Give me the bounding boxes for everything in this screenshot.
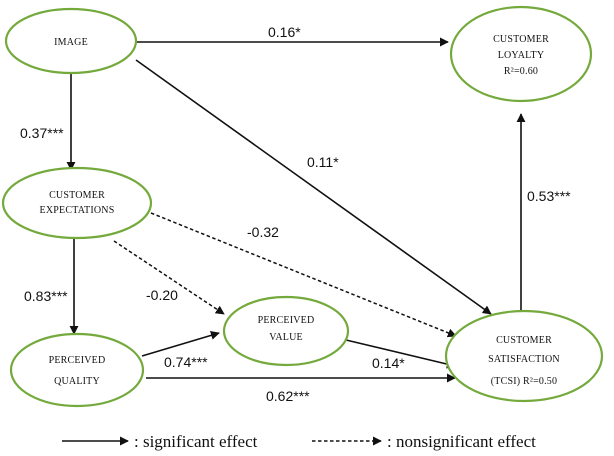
- node-expectations-line-1: CUSTOMER: [49, 190, 105, 201]
- edge-image-satisfaction: [135, 59, 492, 315]
- edge-label-quality-satisfaction: 0.62***: [266, 388, 310, 404]
- edge-label-expectations-satisfaction: -0.32: [247, 224, 279, 240]
- edge-label-quality-value: 0.74***: [164, 354, 208, 370]
- node-loyalty-line-1: CUSTOMER: [493, 34, 549, 45]
- legend-nonsignificant-label: : nonsignificant effect: [387, 432, 536, 451]
- node-quality-line-2: QUALITY: [54, 376, 100, 387]
- node-loyalty-line-3: R²=0.60: [504, 66, 538, 77]
- legend: : significant effect : nonsignificant ef…: [62, 432, 536, 451]
- node-perceived-quality: PERCEIVED QUALITY: [9, 332, 145, 408]
- node-expectations-line-2: EXPECTATIONS: [40, 205, 115, 216]
- legend-significant-label: : significant effect: [134, 432, 258, 451]
- edge-label-image-loyalty: 0.16*: [268, 24, 301, 40]
- edge-label-expectations-quality: 0.83***: [24, 288, 68, 304]
- node-loyalty-line-2: LOYALTY: [498, 50, 545, 61]
- node-image-line-1: IMAGE: [54, 37, 88, 48]
- edge-quality-value: [141, 331, 220, 357]
- edge-value-satisfaction: [345, 339, 456, 369]
- node-satisfaction-line-1: CUSTOMER: [496, 335, 552, 346]
- edge-label-value-satisfaction: 0.14*: [372, 355, 405, 371]
- node-value-line-2: VALUE: [269, 332, 303, 343]
- node-satisfaction-line-2: SATISFACTION: [488, 354, 560, 365]
- node-perceived-value: PERCEIVED VALUE: [222, 295, 350, 367]
- node-customer-satisfaction: CUSTOMER SATISFACTION (TCSI) R²=0.50: [444, 309, 604, 403]
- node-customer-loyalty: CUSTOMER LOYALTY R²=0.60: [449, 5, 593, 103]
- edge-expectations-satisfaction: [150, 212, 457, 338]
- edge-expectations-value: [113, 240, 225, 315]
- edge-label-image-expectations: 0.37***: [20, 125, 64, 141]
- node-satisfaction-line-3: (TCSI) R²=0.50: [491, 376, 557, 387]
- node-value-line-1: PERCEIVED: [258, 315, 315, 326]
- edge-label-expectations-value: -0.20: [146, 287, 178, 303]
- node-quality-line-1: PERCEIVED: [49, 355, 106, 366]
- node-customer-expectations: CUSTOMER EXPECTATIONS: [1, 166, 153, 240]
- edge-label-image-satisfaction: 0.11*: [307, 154, 339, 170]
- node-image: IMAGE: [4, 7, 138, 75]
- edge-label-satisfaction-loyalty: 0.53***: [527, 188, 571, 204]
